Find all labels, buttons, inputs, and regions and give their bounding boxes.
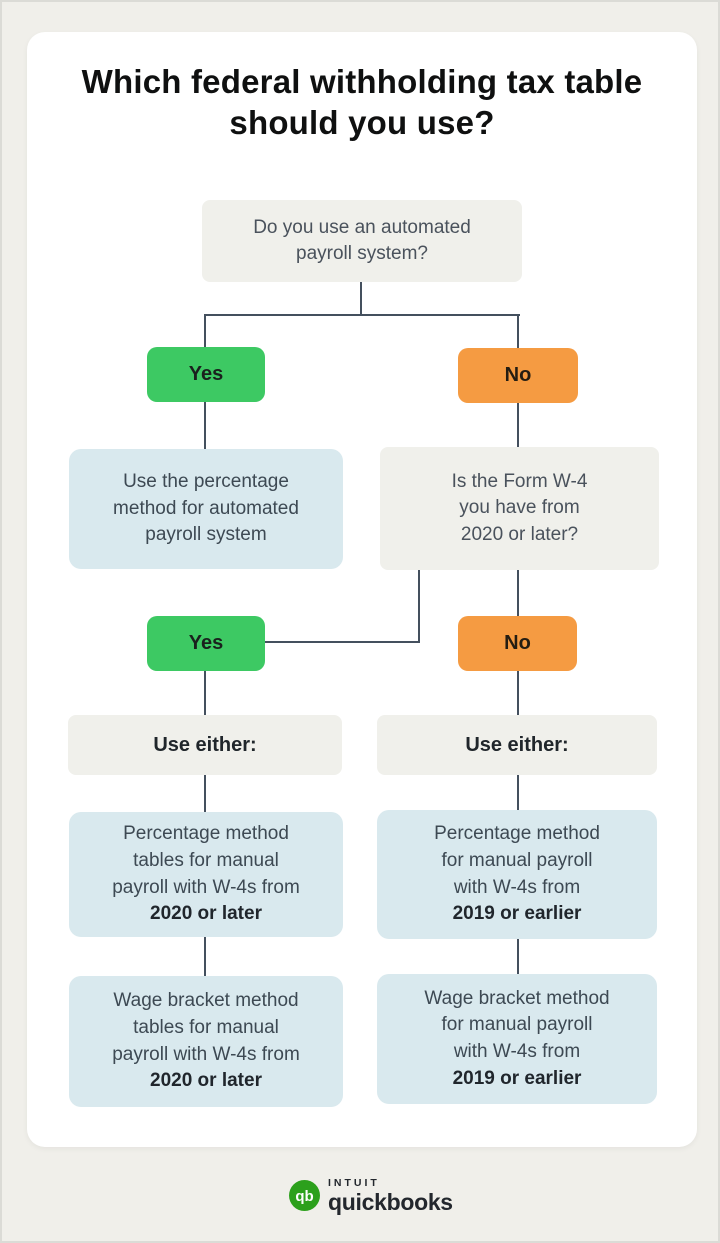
connector-right-result2 bbox=[517, 935, 519, 976]
use-either-left-text: Use either: bbox=[153, 733, 257, 756]
result-percentage-manual-2019-text: Percentage method for manual payroll wit… bbox=[434, 823, 600, 925]
yes-button-1: Yes bbox=[147, 347, 265, 402]
result-wagebracket-manual-2020-text: Wage bracket method tables for manual pa… bbox=[112, 990, 300, 1092]
connector-no1-q2 bbox=[517, 401, 519, 450]
use-either-left: Use either: bbox=[68, 715, 342, 775]
question-automated-payroll: Do you use an automated payroll system? bbox=[202, 200, 522, 282]
connector-left-result1 bbox=[204, 773, 206, 814]
connector-q2-no2 bbox=[517, 568, 519, 618]
no-button-1: No bbox=[458, 348, 578, 403]
quickbooks-logo: qb INTUIT quickbooks bbox=[289, 1178, 453, 1214]
result-wagebracket-manual-2019-text: Wage bracket method for manual payroll w… bbox=[424, 987, 610, 1089]
quickbooks-circle-icon: qb bbox=[289, 1180, 320, 1212]
question-automated-payroll-text: Do you use an automated payroll system? bbox=[253, 216, 471, 264]
connector-q2-left-down bbox=[418, 568, 420, 643]
question-w4-year-text: Is the Form W-4 you have from 2020 or la… bbox=[451, 471, 588, 545]
connector-yes1-result bbox=[204, 400, 206, 452]
intuit-label: INTUIT bbox=[328, 1177, 380, 1189]
result-automated-percentage-text: Use the percentage method for automated … bbox=[113, 471, 299, 546]
result-wagebracket-manual-2020: Wage bracket method tables for manual pa… bbox=[69, 976, 343, 1107]
connector-to-yes1 bbox=[204, 314, 206, 350]
connector-yes2-useeither bbox=[204, 669, 206, 717]
connector-q1-down bbox=[360, 282, 362, 316]
connector-q1-split bbox=[204, 314, 520, 316]
connector-q2-elbow-yes2 bbox=[264, 641, 420, 643]
result-percentage-manual-2020: Percentage method tables for manual payr… bbox=[69, 812, 343, 937]
quickbooks-label: quickbooks bbox=[328, 1188, 453, 1215]
no-button-2: No bbox=[458, 616, 577, 671]
connector-right-result1 bbox=[517, 773, 519, 812]
result-percentage-manual-2019: Percentage method for manual payroll wit… bbox=[377, 810, 657, 939]
use-either-right: Use either: bbox=[377, 715, 657, 775]
result-automated-percentage: Use the percentage method for automated … bbox=[69, 449, 343, 569]
yes-button-2: Yes bbox=[147, 616, 265, 671]
connector-to-no1 bbox=[517, 314, 519, 351]
use-either-right-text: Use either: bbox=[465, 733, 569, 756]
connector-left-result2 bbox=[204, 935, 206, 978]
brand-wordmark: INTUIT quickbooks bbox=[328, 1178, 453, 1214]
result-wagebracket-manual-2019: Wage bracket method for manual payroll w… bbox=[377, 974, 657, 1104]
svg-text:qb: qb bbox=[295, 1188, 313, 1205]
connector-no2-useeither bbox=[517, 669, 519, 717]
result-percentage-manual-2020-text: Percentage method tables for manual payr… bbox=[112, 823, 300, 925]
page-title: Which federal withholding tax table shou… bbox=[81, 63, 643, 141]
question-w4-year: Is the Form W-4 you have from 2020 or la… bbox=[380, 447, 659, 570]
